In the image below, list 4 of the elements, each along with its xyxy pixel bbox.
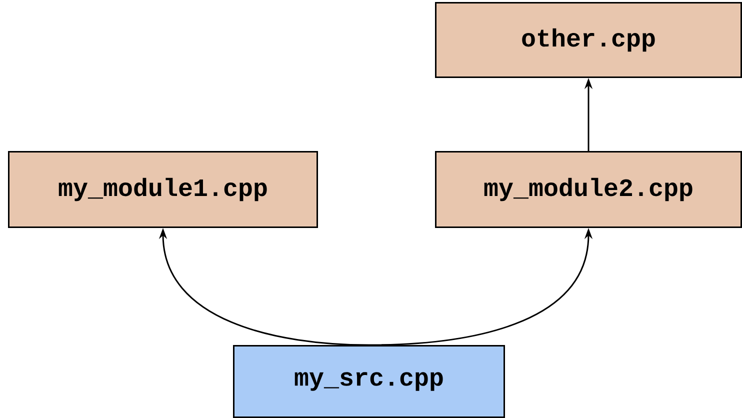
file-box: my_module1.cpp <box>8 151 318 228</box>
file-box: other.cpp <box>435 2 742 78</box>
file-box: my_src.cpp <box>233 345 505 418</box>
file-box: my_module2.cpp <box>435 151 742 228</box>
